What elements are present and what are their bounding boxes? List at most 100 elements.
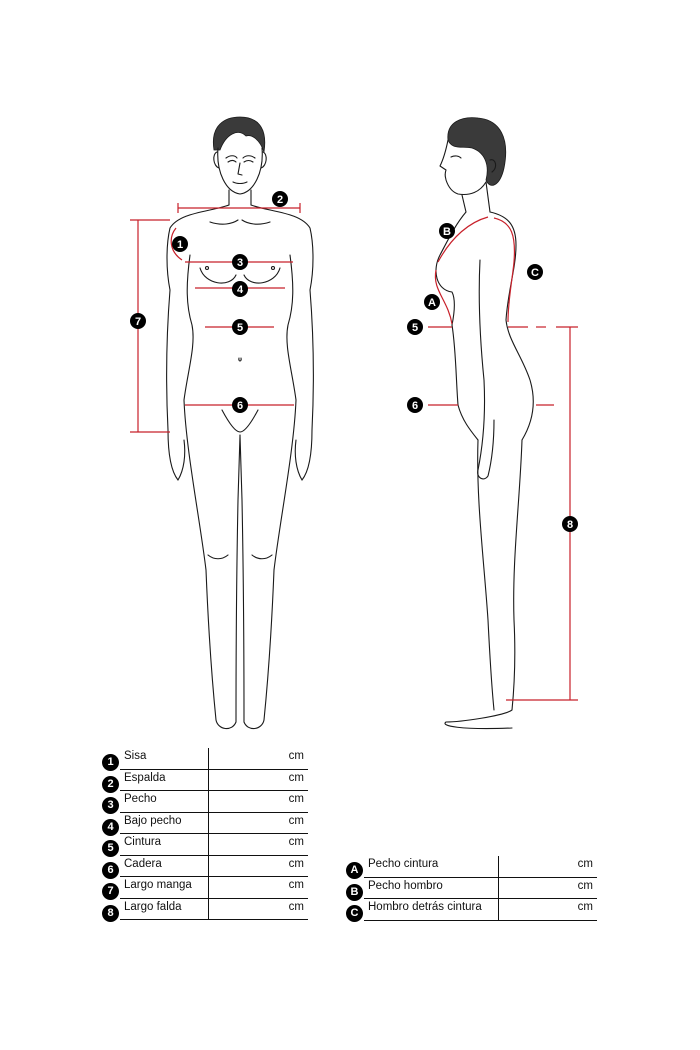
side-badges: B C A 5 6 8 [407, 223, 578, 532]
measurement-row: 8 Largo falda cm [102, 898, 308, 922]
sisa-curve [170, 227, 183, 261]
measurement-number-badge: C [346, 905, 363, 922]
marker-B: B [439, 223, 455, 239]
marker-1: 1 [172, 236, 188, 252]
marker-C: C [527, 264, 543, 280]
front-badges: 2 1 3 4 5 6 7 [130, 191, 288, 413]
marker-6-side: 6 [407, 397, 423, 413]
column-separator [498, 856, 499, 878]
measurement-number-badge: 8 [102, 904, 119, 922]
row-underline [120, 919, 308, 920]
measurement-label: Bajo pecho [124, 814, 182, 827]
row-underline [120, 897, 308, 899]
column-separator [208, 791, 209, 813]
row-underline [364, 919, 597, 921]
svg-text:5: 5 [412, 322, 418, 334]
svg-text:6: 6 [412, 400, 418, 412]
marker-5: 5 [232, 319, 248, 335]
measurement-value-field[interactable]: cm [288, 814, 304, 827]
measurement-row: 7 Largo manga cm [102, 877, 308, 900]
svg-text:5: 5 [237, 322, 243, 334]
measurement-value-field[interactable]: cm [288, 879, 304, 891]
measurement-value-field[interactable]: cm [288, 857, 304, 870]
marker-2: 2 [272, 191, 288, 207]
measurement-value-field[interactable]: cm [288, 793, 304, 805]
svg-text:3: 3 [237, 257, 243, 269]
svg-text:A: A [428, 297, 436, 309]
row-underline [364, 898, 597, 899]
column-separator [208, 812, 209, 834]
measurement-label: Pecho [124, 793, 157, 805]
svg-text:6: 6 [237, 400, 243, 412]
row-underline [120, 768, 308, 770]
column-separator [208, 834, 209, 856]
measurement-number-badge: 5 [102, 840, 119, 857]
measurement-row: A Pecho cintura cm [346, 856, 597, 879]
measurement-value-field[interactable]: cm [288, 900, 304, 913]
marker-4: 4 [232, 281, 248, 297]
measurement-value-field[interactable]: cm [577, 879, 593, 892]
marker-7: 7 [130, 313, 146, 329]
column-separator [208, 898, 209, 920]
svg-text:C: C [531, 267, 539, 279]
body-measurement-diagram: 2 1 3 4 5 6 7 [130, 116, 578, 730]
measurement-number-badge: 1 [102, 754, 119, 771]
column-separator [208, 855, 209, 877]
measurement-label: Pecho cintura [368, 858, 439, 870]
column-separator [498, 899, 499, 921]
measurement-row: 4 Bajo pecho cm [102, 812, 308, 836]
hombro-detras-cintura-curve [493, 217, 516, 323]
svg-text:4: 4 [237, 284, 244, 296]
measurement-number-badge: 3 [102, 797, 119, 814]
measurement-label: Hombro detrás cintura [368, 901, 482, 913]
column-separator [498, 877, 499, 899]
marker-6: 6 [232, 397, 248, 413]
front-measurements [130, 203, 301, 433]
measurement-number-badge: 7 [102, 883, 119, 900]
measurement-value-field[interactable]: cm [577, 901, 593, 913]
measurement-value-field[interactable]: cm [288, 750, 304, 762]
measurement-number-badge: B [346, 883, 363, 901]
column-separator [208, 877, 209, 899]
measurement-number-badge: 6 [102, 861, 119, 879]
side-measurements [428, 216, 578, 701]
measurement-value-field[interactable]: cm [288, 771, 304, 784]
measurement-label: Cadera [124, 857, 162, 870]
row-underline [120, 876, 308, 877]
column-separator [208, 748, 209, 770]
measurement-label: Sisa [124, 750, 147, 762]
front-figure [166, 116, 314, 730]
row-underline [120, 811, 308, 813]
marker-A: A [424, 294, 440, 310]
pecho-cintura-curve [434, 269, 453, 325]
measurement-row: 3 Pecho cm [102, 791, 308, 814]
row-underline [120, 790, 308, 791]
svg-text:B: B [443, 226, 451, 238]
row-underline [120, 854, 308, 856]
pecho-hombro-curve [437, 216, 489, 263]
measurement-label: Cintura [124, 836, 162, 848]
marker-8: 8 [562, 516, 578, 532]
measurement-row: 5 Cintura cm [102, 834, 308, 857]
row-underline [120, 833, 308, 834]
svg-text:7: 7 [135, 316, 141, 328]
side-figure [435, 117, 534, 730]
measurement-row: B Pecho hombro cm [346, 877, 597, 901]
measurement-row: 6 Cadera cm [102, 855, 308, 879]
measurement-label: Largo manga [124, 879, 192, 891]
measurement-number-badge: A [346, 862, 363, 879]
row-underline [364, 876, 597, 878]
measurement-number-badge: 2 [102, 775, 119, 793]
measurement-value-field[interactable]: cm [577, 858, 593, 870]
measurement-number-badge: 4 [102, 818, 119, 836]
svg-text:8: 8 [567, 519, 573, 531]
measurement-row: C Hombro detrás cintura cm [346, 899, 597, 922]
measurement-label: Largo falda [124, 900, 182, 913]
svg-text:1: 1 [177, 239, 183, 251]
measurement-row: 1 Sisa cm [102, 748, 308, 771]
measurement-value-field[interactable]: cm [288, 836, 304, 848]
measurement-label: Pecho hombro [368, 879, 443, 892]
